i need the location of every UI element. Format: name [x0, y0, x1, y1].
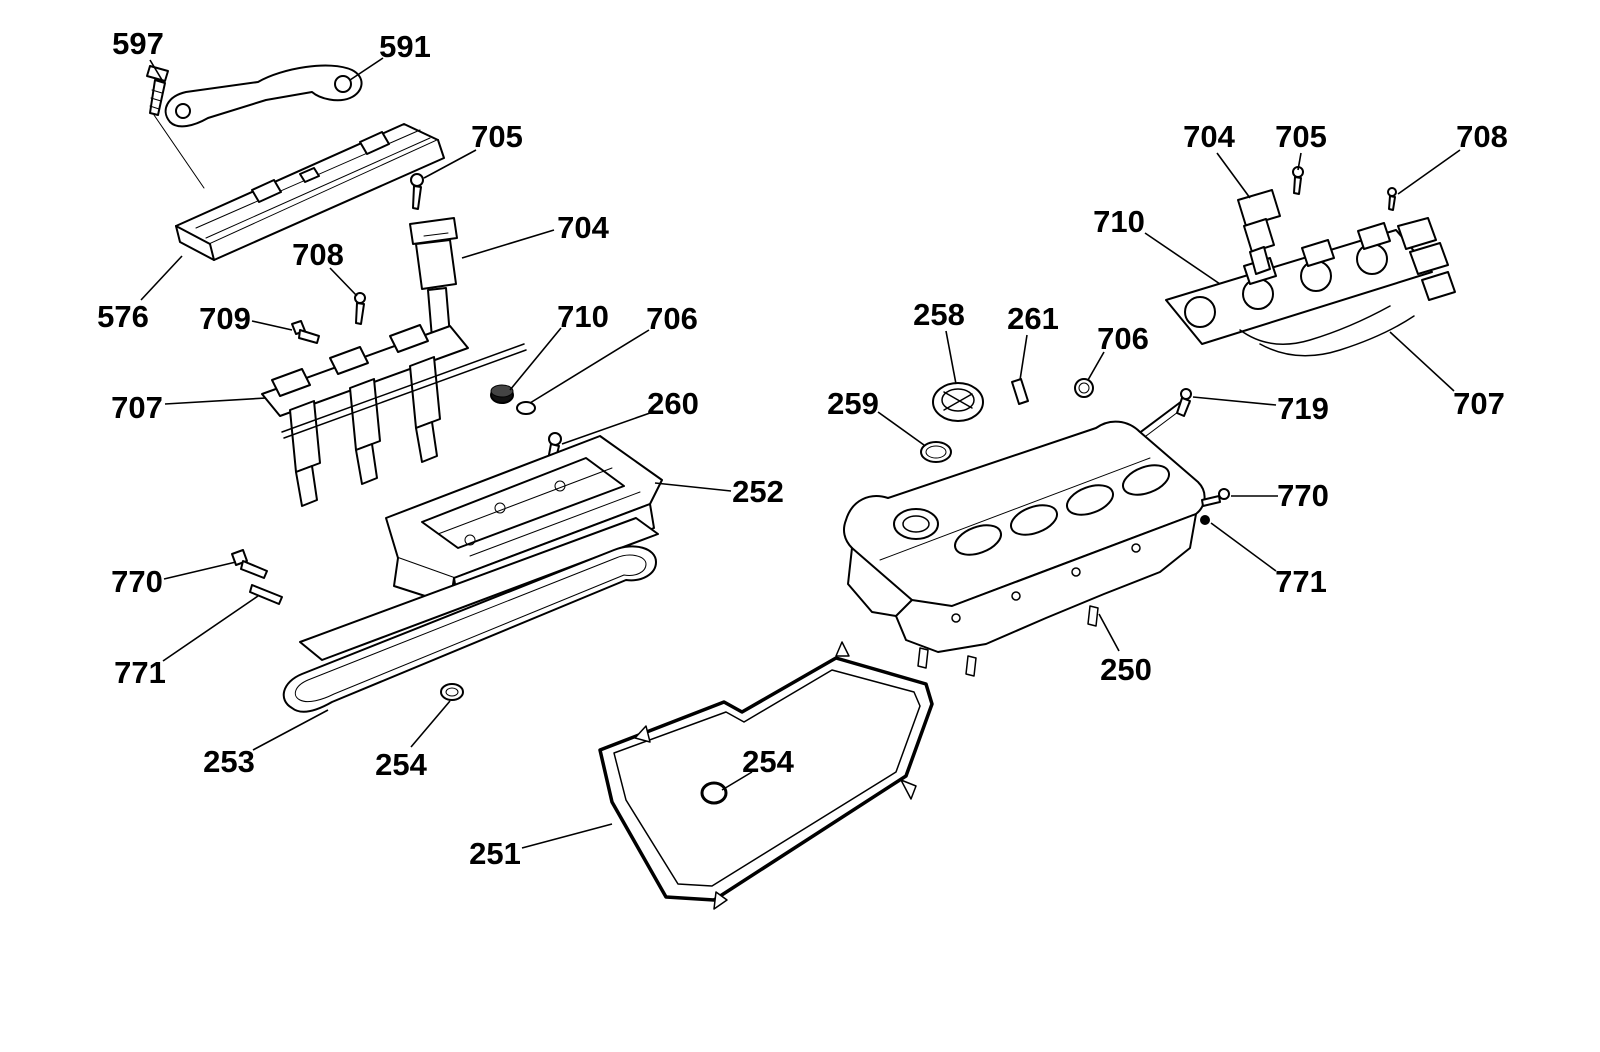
- leader-line-254-17: [721, 771, 753, 791]
- leader-line-770-12: [163, 561, 237, 580]
- callout-706-7: 706: [646, 301, 698, 336]
- leader-line-771-29: [1210, 522, 1277, 572]
- callout-706-24: 706: [1097, 321, 1149, 356]
- screw-708-left-drawing: [354, 292, 366, 325]
- bolt-709-drawing: [291, 320, 320, 344]
- callout-707-26: 707: [1453, 386, 1505, 421]
- leader-line-705-2: [423, 149, 477, 179]
- seal-706-left-drawing: [516, 401, 536, 415]
- callout-705-19: 705: [1275, 119, 1327, 154]
- valve-cover-250-drawing: [843, 397, 1206, 677]
- bolt-597-drawing: [146, 65, 205, 189]
- leader-line-708-20: [1397, 149, 1461, 195]
- leader-line-254-15: [410, 700, 451, 748]
- screw-708-right-drawing: [1387, 187, 1397, 211]
- leader-line-261-23: [1019, 334, 1028, 381]
- leader-line-710-6: [509, 327, 562, 391]
- callout-254-15: 254: [375, 747, 427, 782]
- callout-707-9: 707: [111, 390, 163, 425]
- leader-line-705-19: [1297, 152, 1302, 171]
- callout-770-28: 770: [1277, 478, 1329, 513]
- callout-261-23: 261: [1007, 301, 1059, 336]
- gasket-253-drawing: [282, 517, 659, 713]
- leader-line-252-11: [654, 482, 732, 492]
- leader-line-591-1: [349, 57, 384, 81]
- leader-line-706-24: [1087, 351, 1105, 381]
- leader-line-251-16: [521, 823, 613, 849]
- leader-line-708-4: [329, 267, 358, 297]
- leader-line-719-25: [1192, 396, 1277, 406]
- leader-line-771-13: [162, 595, 259, 662]
- callout-710-21: 710: [1093, 204, 1145, 239]
- callout-771-13: 771: [114, 655, 166, 690]
- callout-704-18: 704: [1183, 119, 1235, 154]
- callout-260-10: 260: [647, 386, 699, 421]
- callout-251-16: 251: [469, 836, 521, 871]
- leader-line-707-26: [1389, 331, 1455, 392]
- callout-705-2: 705: [471, 119, 523, 154]
- leader-line-258-22: [945, 330, 957, 385]
- leader-line-259-27: [877, 411, 925, 446]
- callout-layer: 597 591 705 704 708 709 710 706 576 707 260 252 770 7…: [97, 26, 1508, 871]
- grommet-710-left-drawing: [490, 384, 514, 404]
- coil-bracket-707-right-drawing: [1165, 217, 1456, 357]
- callout-709-5: 709: [199, 301, 251, 336]
- leader-line-250-30: [1098, 613, 1120, 652]
- leader-line-253-14: [252, 709, 329, 751]
- callout-576-8: 576: [97, 299, 149, 334]
- seal-254-left-drawing: [440, 683, 464, 701]
- leader-line-707-9: [164, 397, 267, 405]
- callout-719-25: 719: [1277, 391, 1329, 426]
- leader-line-704-18: [1216, 152, 1251, 199]
- coil-bracket-707-left-drawing: [261, 324, 527, 507]
- callout-708-20: 708: [1456, 119, 1508, 154]
- bolt-719-drawing: [1176, 388, 1192, 417]
- callout-250-30: 250: [1100, 652, 1152, 687]
- callout-770-12: 770: [111, 564, 163, 599]
- callout-771-29: 771: [1275, 564, 1327, 599]
- bracket-591-drawing: [164, 64, 363, 128]
- callout-252-11: 252: [732, 474, 784, 509]
- screw-705-left-drawing: [410, 173, 424, 210]
- callout-597-0: 597: [112, 26, 164, 61]
- ignition-coil-704-right-drawing: [1237, 189, 1281, 275]
- callout-253-14: 253: [203, 744, 255, 779]
- leader-line-260-10: [561, 412, 651, 445]
- pin-261-drawing: [1011, 378, 1029, 405]
- leader-line-710-21: [1144, 232, 1221, 285]
- seal-706-right-drawing: [1074, 378, 1094, 398]
- leader-line-709-5: [251, 320, 293, 331]
- gasket-251-drawing: [598, 641, 934, 910]
- seal-254-gasket-drawing: [700, 781, 728, 805]
- callout-259-27: 259: [827, 386, 879, 421]
- callout-708-4: 708: [292, 237, 344, 272]
- callout-591-1: 591: [379, 29, 431, 64]
- oil-filler-cap-258-drawing: [932, 382, 984, 422]
- pin-771-right-drawing: [1200, 515, 1210, 525]
- leader-line-706-7: [529, 329, 650, 404]
- stud-771-left-drawing: [249, 584, 283, 605]
- leader-line-597-0: [149, 59, 163, 81]
- bolt-770-left-drawing: [231, 549, 268, 579]
- callout-254-17: 254: [742, 744, 794, 779]
- screw-770-right-drawing: [1201, 488, 1230, 507]
- leader-line-576-8: [140, 255, 183, 301]
- callout-704-3: 704: [557, 210, 609, 245]
- cam-carrier-576-drawing: [175, 123, 445, 261]
- leader-line-704-3: [461, 229, 555, 259]
- screw-705-right-drawing: [1292, 166, 1304, 195]
- callout-710-6: 710: [557, 299, 609, 334]
- o-ring-259-drawing: [920, 441, 952, 463]
- callout-258-22: 258: [913, 297, 965, 332]
